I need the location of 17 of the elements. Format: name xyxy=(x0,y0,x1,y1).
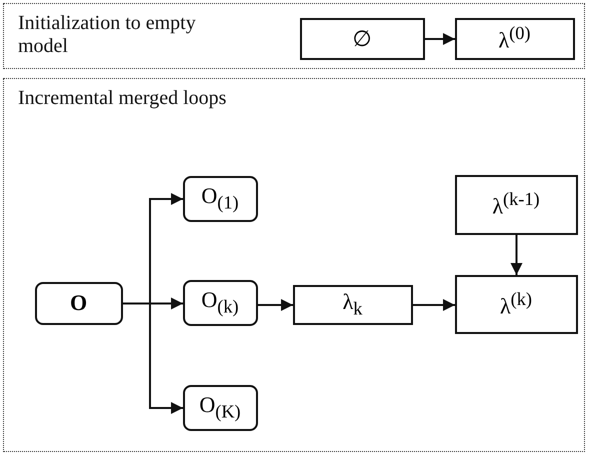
model-box: λ$_{k}$ xyxy=(292,284,412,324)
arrow xyxy=(413,299,455,311)
observation-box: O$_{(k)}$ xyxy=(182,280,258,326)
panel xyxy=(3,3,585,69)
observation-box: O xyxy=(34,282,122,324)
observation-box: O$_{(1)}$ xyxy=(182,176,258,222)
arrow xyxy=(510,235,522,275)
panel-heading: Initialization to empty model xyxy=(18,12,197,58)
observation-box: O$_{(K)}$ xyxy=(182,384,258,430)
model-box: λ$^{(k-1)}$ xyxy=(454,174,578,234)
panel xyxy=(3,78,585,452)
arrow xyxy=(425,33,455,45)
empty-set-box: ∅ xyxy=(300,18,424,60)
arrow xyxy=(258,299,293,311)
model-box: λ$^{(0)}$ xyxy=(454,18,574,60)
model-box: λ$^{(k)}$ xyxy=(454,274,578,334)
panel-heading: Incremental merged loops xyxy=(18,87,228,110)
